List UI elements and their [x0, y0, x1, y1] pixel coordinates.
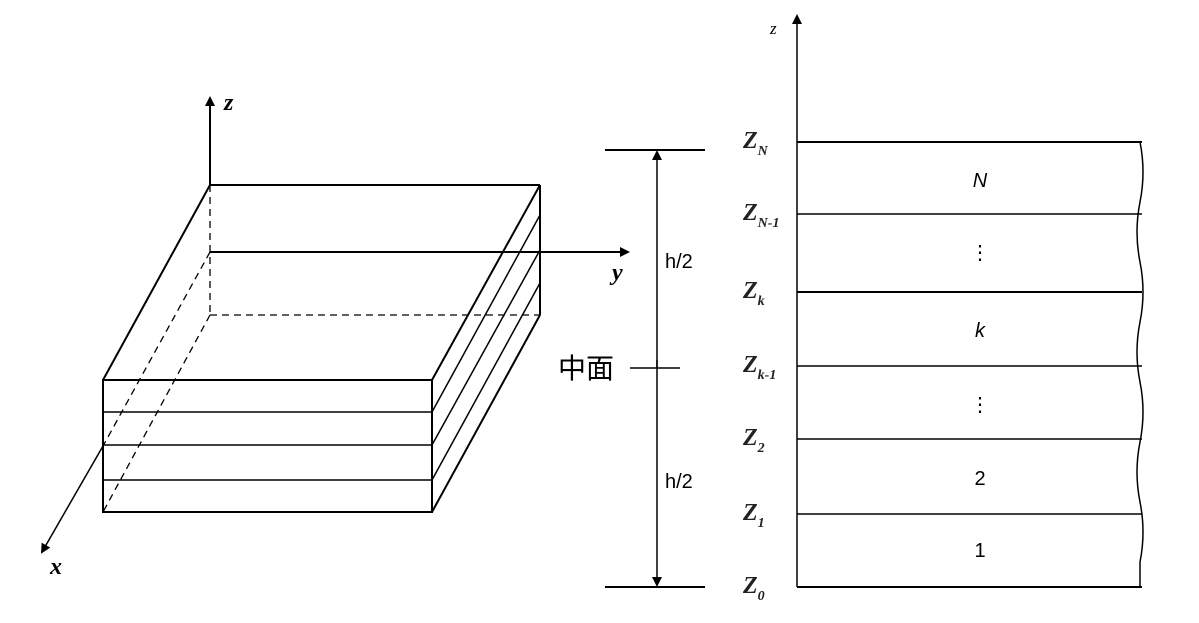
- interface-label-base: Z: [742, 278, 758, 304]
- interface-label: Z2: [742, 425, 765, 456]
- layer-label: 2: [974, 468, 985, 490]
- interface-label: Zk: [742, 278, 765, 309]
- box-edge: [102, 184, 211, 381]
- x-axis-label: x: [49, 554, 62, 580]
- interface-label-base: Z: [742, 500, 758, 526]
- interface-label: ZN-1: [742, 200, 779, 231]
- ply-line: [431, 214, 541, 413]
- interface-label: Z0: [742, 573, 765, 604]
- box-edge: [431, 314, 541, 513]
- layer-label: 1: [974, 540, 985, 562]
- interface-label-base: Z: [742, 352, 758, 378]
- interface-label-subscript: N: [757, 144, 769, 159]
- laminate-3d-view: z y x: [41, 90, 630, 580]
- box-edge: [431, 184, 541, 381]
- x-axis: [41, 445, 104, 554]
- layer-label: k: [975, 320, 986, 342]
- interface-label-subscript: 0: [758, 589, 765, 604]
- interface-label-base: Z: [742, 425, 758, 451]
- break-edge: [1136, 141, 1144, 587]
- interface-label: ZN: [742, 128, 769, 159]
- midplane-label: 中面: [558, 352, 614, 385]
- layer-label: ⋮: [970, 394, 990, 416]
- y-axis-label: y: [609, 260, 623, 286]
- front-face: [102, 379, 433, 513]
- ply-line: [431, 249, 541, 446]
- z-axis-right-label: z: [769, 19, 777, 38]
- hidden-edge: [102, 314, 211, 513]
- interface-label-base: Z: [742, 200, 758, 226]
- half-thickness-top: h/2: [665, 251, 693, 273]
- interface-label-base: Z: [742, 573, 758, 599]
- interface-label-subscript: N-1: [757, 216, 780, 231]
- ply-line: [431, 282, 541, 481]
- interface-label-subscript: 2: [757, 441, 765, 456]
- layer-label: N: [973, 170, 988, 192]
- thickness-dimension: h/2 h/2 中面: [558, 149, 705, 588]
- z-axis-label: z: [223, 90, 234, 116]
- interface-label-base: Z: [742, 128, 758, 154]
- interface-label: Zk-1: [742, 352, 776, 383]
- interface-label-subscript: 1: [758, 516, 765, 531]
- interface-label-subscript: k: [758, 294, 765, 309]
- x-axis-hidden: [102, 251, 211, 447]
- interface-label-subscript: k-1: [758, 368, 777, 383]
- interface-label: Z1: [742, 500, 765, 531]
- layer-label: ⋮: [970, 242, 990, 264]
- half-thickness-bottom: h/2: [665, 471, 693, 493]
